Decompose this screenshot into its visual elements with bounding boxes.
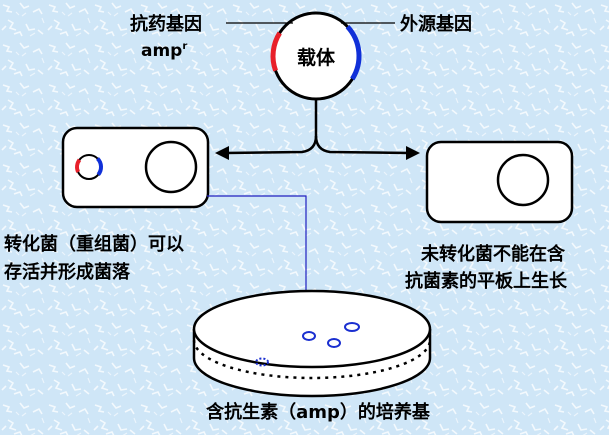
- colony-pointer-line: [207, 195, 307, 334]
- petri-dish-medium-line: [192, 339, 432, 380]
- foreign-gene-segment: [345, 24, 362, 81]
- untransformed-caption-line1: 未转化菌不能在含: [421, 243, 566, 265]
- foreign-gene-label: 外源基因: [400, 13, 472, 35]
- petri-dish: [192, 289, 432, 398]
- vector-label: 载体: [297, 46, 336, 69]
- resistance-gene-segment: [270, 31, 282, 72]
- untransformed-nucleoid: [496, 153, 550, 207]
- arrow-right-head: [406, 146, 420, 160]
- vector-plasmid: 载体: [270, 11, 362, 101]
- resistance-gene-name: ampr: [141, 41, 187, 61]
- transformed-caption-line2: 存活并形成菌落: [4, 261, 131, 283]
- transformed-plasmid-blue: [95, 157, 103, 176]
- colony: [302, 331, 316, 341]
- transformed-cell: [61, 126, 210, 209]
- arrow-left-head: [215, 146, 229, 160]
- colony: [327, 338, 341, 348]
- transformed-caption-line1: 转化菌（重组菌）可以: [4, 233, 184, 255]
- resistance-gene-name-text: amp: [141, 41, 182, 61]
- untransformed-caption-line2: 抗菌素的平板上生长: [405, 270, 568, 292]
- branch-arrows: [224, 100, 411, 155]
- petri-dish-rim: [192, 289, 432, 369]
- medium-caption: 含抗生素（amp）的培养基: [206, 401, 431, 423]
- untransformed-cell: [425, 140, 574, 224]
- resistance-gene-superscript: r: [182, 41, 187, 52]
- resistance-gene-label: 抗药基因: [130, 13, 202, 35]
- transformed-plasmid-red: [75, 158, 82, 173]
- transformed-nucleoid: [144, 140, 198, 194]
- dead-colony: [255, 357, 269, 367]
- colony: [344, 322, 360, 332]
